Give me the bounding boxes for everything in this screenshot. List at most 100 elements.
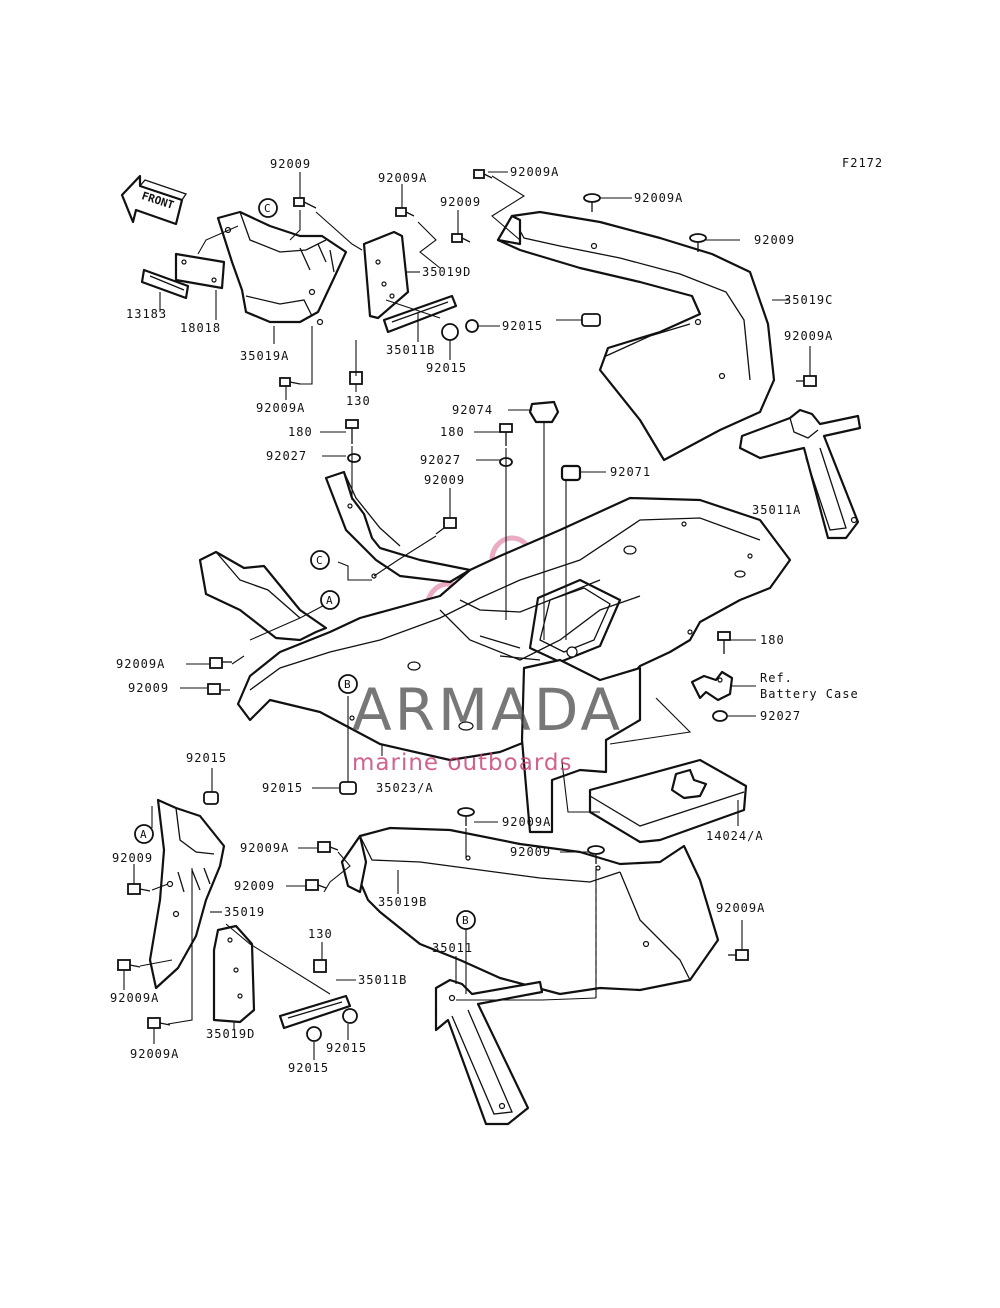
bolt-92009-lower1: [305, 879, 327, 891]
bolt-92009a-left: [279, 377, 301, 387]
fasteners: [117, 169, 817, 1042]
nut-92015-top: [441, 319, 479, 341]
part-label: 180: [288, 425, 313, 439]
part-14024a-cover: [588, 758, 748, 844]
bolt-92009-center: [435, 517, 457, 535]
part-label: 92015: [288, 1061, 329, 1075]
diagram-code: F2172: [842, 156, 883, 170]
bolt-92009-lower-left: [127, 883, 151, 895]
bolt-92009a-rear: [583, 193, 601, 212]
part-label: 92015: [262, 781, 303, 795]
part-35019-side-panel: [148, 798, 226, 990]
part-label: 35011: [432, 941, 473, 955]
part-label: 130: [346, 394, 371, 408]
part-label: 92009: [754, 233, 795, 247]
part-35019d-mud-flap-top: [362, 230, 410, 320]
part-label: 92071: [610, 465, 651, 479]
part-35023a-fender-body: [236, 496, 792, 834]
bolt-92009a-fender-right: [728, 949, 749, 961]
bolt-180-mid: [499, 423, 513, 446]
part-label: 92009A: [130, 1047, 179, 1061]
part-label: 92009: [234, 879, 275, 893]
part-label: 92009: [270, 157, 311, 171]
part-label: 92015: [326, 1041, 367, 1055]
part-label: 92009: [128, 681, 169, 695]
grommet-92015-rear: [581, 313, 601, 327]
bolt-92009a-fender: [457, 807, 475, 826]
part-label: 92009: [440, 195, 481, 209]
callout-b-lower: B: [456, 910, 476, 930]
part-35011a-bracket: [738, 408, 862, 540]
grommet-92015-left: [203, 791, 219, 805]
part-label: 92009A: [256, 401, 305, 415]
washer-92027-left: [347, 453, 361, 463]
part-label: 35019C: [784, 293, 833, 307]
part-label: 35019D: [422, 265, 471, 279]
callout-a-center: A: [320, 590, 340, 610]
part-35011b-bracket-lower: [278, 994, 352, 1030]
part-label: 92009: [510, 845, 551, 859]
part-labels: 92009 92009A 92009A 92009A 92009 13183 1…: [110, 157, 859, 1075]
part-label: 92009A: [240, 841, 289, 855]
part-35019a-side-panel: [216, 210, 348, 326]
part-92071-plug: [560, 464, 582, 640]
part-label: 130: [308, 927, 333, 941]
part-13183-strip: [140, 268, 190, 300]
bolt-180-left: [345, 419, 359, 444]
part-label: Battery Case: [760, 687, 859, 701]
part-label: 92009A: [716, 901, 765, 915]
bolt-92009a-lower-left2: [147, 1017, 171, 1029]
callout-b-center: B: [338, 674, 358, 694]
callout-c-center: C: [310, 550, 330, 570]
leader-lines: [123, 171, 811, 1060]
part-label: 92009: [112, 851, 153, 865]
part-label: 92027: [266, 449, 307, 463]
nut-130-lower: [313, 959, 327, 973]
part-label: 92009A: [116, 657, 165, 671]
part-92074-plug: [528, 400, 560, 640]
part-label: 35019A: [240, 349, 289, 363]
bolt-180-right: [717, 631, 731, 654]
callout-c-top: C: [258, 198, 278, 218]
part-35011-bracket: [434, 978, 544, 1126]
grommet-92015-center: [339, 781, 357, 795]
part-label: 92015: [426, 361, 467, 375]
part-label: 180: [760, 633, 785, 647]
svg-text:B: B: [462, 914, 469, 927]
bolt-92009-mid: [451, 233, 471, 243]
part-label: 92009A: [378, 171, 427, 185]
part-label: 92009A: [502, 815, 551, 829]
part-label: 92074: [452, 403, 493, 417]
part-label: 92009A: [510, 165, 559, 179]
part-18018-plate: [174, 252, 226, 290]
part-label: 92009A: [784, 329, 833, 343]
bolt-92009-rear: [689, 233, 707, 252]
part-label: 92027: [760, 709, 801, 723]
nut-92015-lower2: [306, 1026, 322, 1042]
front-direction-arrow: FRONT: [120, 174, 188, 226]
part-label: 13183: [126, 307, 167, 321]
svg-text:C: C: [264, 202, 271, 215]
bolt-92009a-lower1: [317, 841, 339, 853]
part-label: 14024/A: [706, 829, 764, 843]
bolt-92009-top: [293, 197, 317, 209]
part-label: 92009: [424, 473, 465, 487]
part-label: 92015: [186, 751, 227, 765]
part-label: 35011B: [358, 973, 407, 987]
callout-a-lower: A: [134, 824, 154, 844]
part-35011b-bracket-top: [382, 294, 458, 334]
watermark-tagline: marine outboards: [352, 750, 572, 776]
part-label: 35023/A: [376, 781, 434, 795]
part-label: 35019: [224, 905, 265, 919]
bolt-92009a-lower-left1: [117, 959, 141, 971]
washer-92027-right: [712, 710, 728, 722]
part-front-fender-shell: [198, 550, 328, 642]
svg-text:A: A: [140, 828, 147, 841]
part-label: 35019D: [206, 1027, 255, 1041]
svg-text:B: B: [344, 678, 351, 691]
part-label: 35011A: [752, 503, 801, 517]
bolt-92009a-front: [209, 657, 232, 669]
svg-text:C: C: [316, 554, 323, 567]
